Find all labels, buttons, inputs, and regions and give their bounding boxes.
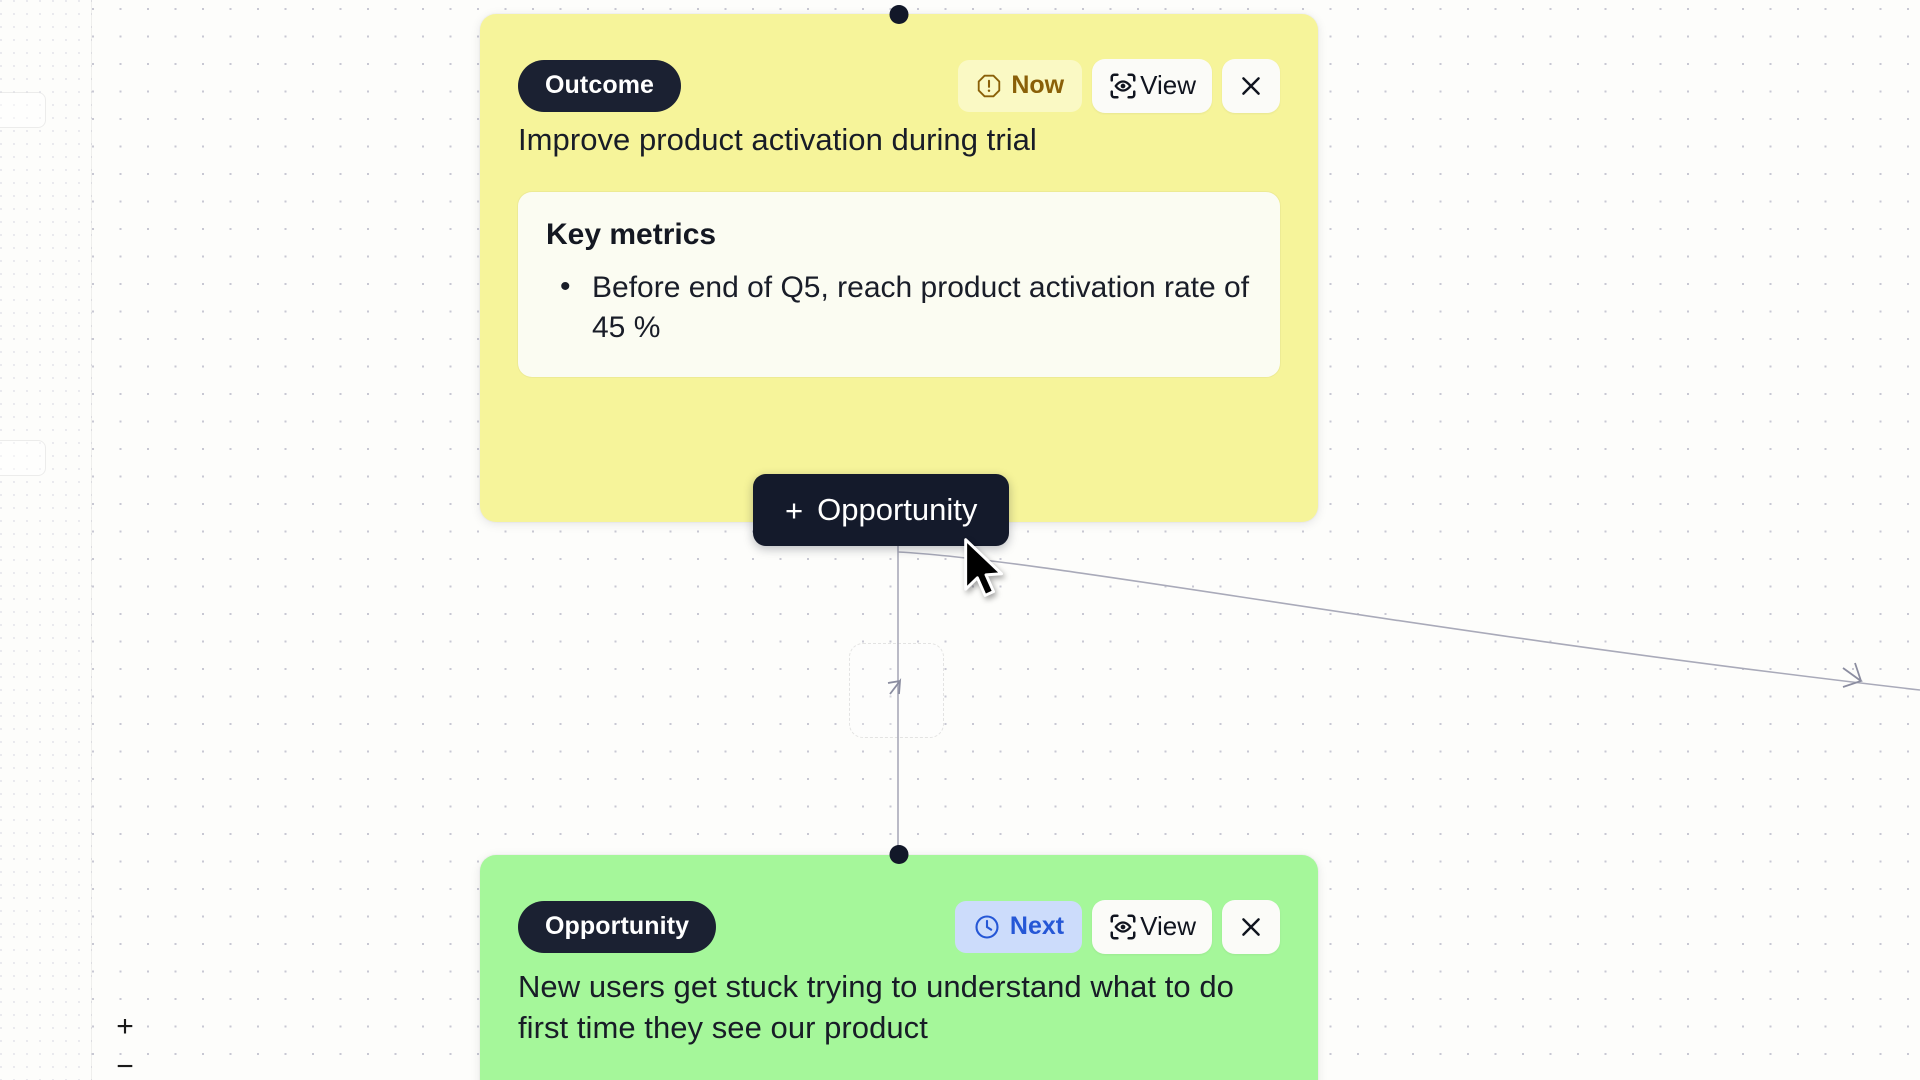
close-button[interactable] [1222,58,1280,113]
add-opportunity-button[interactable]: + Opportunity [753,474,1010,546]
rail-ghost-item-top[interactable] [0,92,46,128]
node-title: New users get stuck trying to understand… [518,969,1234,1046]
card-header: Outcome Now View [480,14,1318,119]
zoom-controls: + − [112,1012,138,1080]
node-title: Improve product activation during trial [518,122,1037,157]
status-badge-next[interactable]: Next [954,900,1083,953]
view-button[interactable]: View [1092,58,1212,113]
card-header: Opportunity Next View [480,855,1318,960]
scan-eye-icon [1110,73,1136,98]
node-type-pill: Opportunity [518,900,717,953]
node-card-outcome[interactable]: Outcome Now View [480,5,1318,522]
add-opportunity-label: Opportunity [817,492,978,527]
close-button[interactable] [1222,899,1280,954]
view-button[interactable]: View [1092,899,1212,954]
zoom-out-button[interactable]: − [112,1052,138,1080]
rail-ghost-item-bottom[interactable] [0,440,46,476]
key-metrics-list: Before end of Q5, reach product activati… [546,267,1252,347]
plus-icon: + [785,492,804,528]
close-icon [1242,76,1260,95]
node-card-opportunity[interactable]: Opportunity Next View [480,845,1318,1080]
left-rail-panel [0,0,92,1080]
drop-target-ghost [849,643,944,738]
status-badge-now[interactable]: Now [958,59,1083,112]
status-badge-label: Now [1011,71,1065,99]
close-icon [1242,917,1260,936]
zoom-in-button[interactable]: + [112,1012,138,1042]
alert-octagon-icon [978,74,1001,97]
key-metric-item: Before end of Q5, reach product activati… [546,267,1252,347]
scan-eye-icon [1110,914,1136,939]
view-button-label: View [1140,70,1196,100]
clock-icon [975,914,999,939]
node-handle-top[interactable] [889,845,909,864]
status-badge-label: Next [1009,912,1065,940]
node-handle-top[interactable] [889,5,909,24]
key-metrics-box: Key metrics Before end of Q5, reach prod… [518,192,1280,378]
key-metrics-heading: Key metrics [546,218,717,252]
view-button-label: View [1140,911,1196,941]
node-type-pill: Outcome [518,59,682,112]
